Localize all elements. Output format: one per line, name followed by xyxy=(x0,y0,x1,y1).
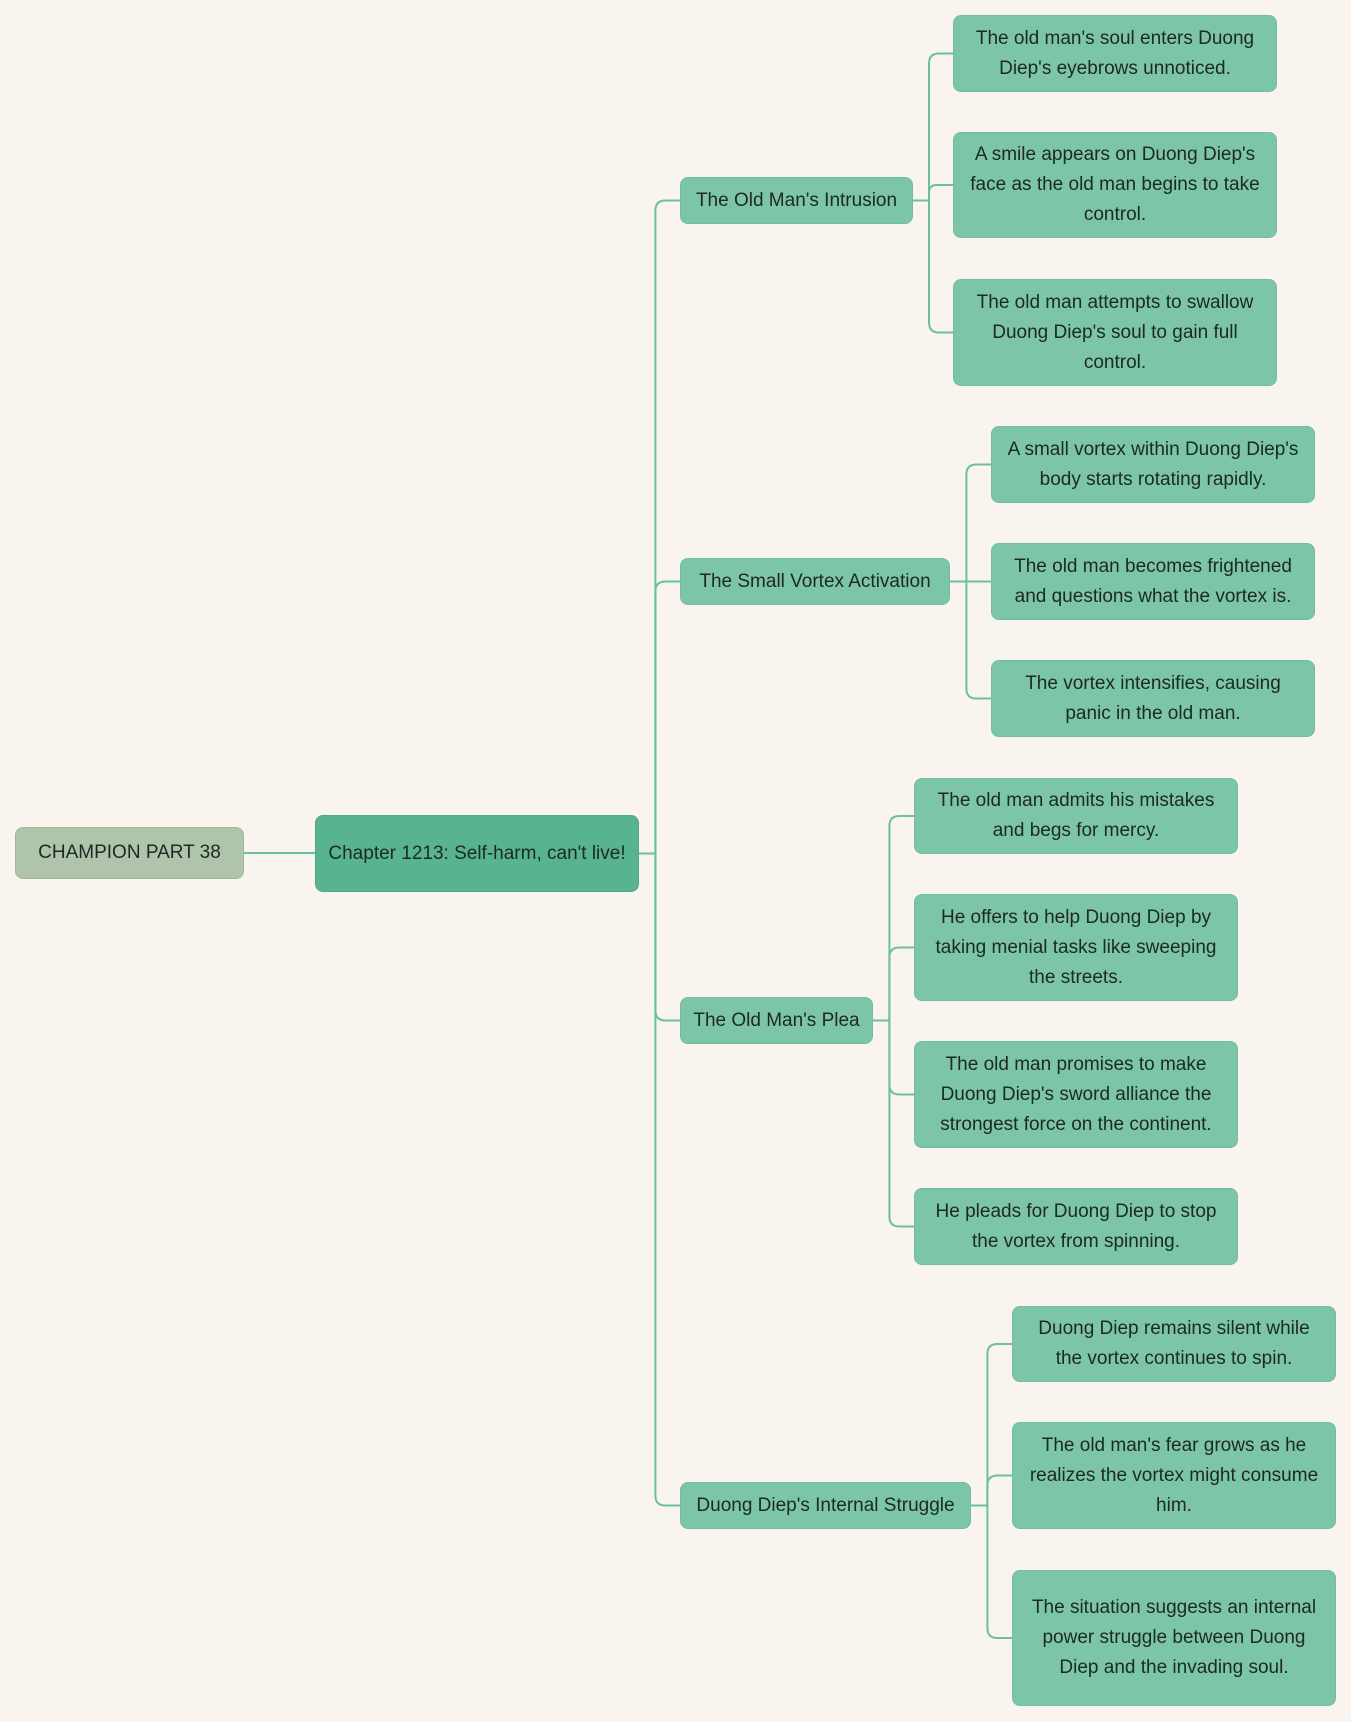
leaf-node[interactable]: He pleads for Duong Diep to stop the vor… xyxy=(914,1188,1238,1265)
leaf-node[interactable]: A small vortex within Duong Diep's body … xyxy=(991,426,1315,503)
connector xyxy=(913,184,953,202)
leaf-node[interactable]: A smile appears on Duong Diep's face as … xyxy=(953,132,1277,238)
branch-small-vortex-activation[interactable]: The Small Vortex Activation xyxy=(680,558,950,605)
connector xyxy=(873,1019,914,1228)
connector xyxy=(971,1343,1012,1507)
leaf-node[interactable]: Duong Diep remains silent while the vort… xyxy=(1012,1306,1336,1382)
connector xyxy=(639,852,680,1022)
leaf-node[interactable]: The old man promises to make Duong Diep'… xyxy=(914,1041,1238,1148)
connector xyxy=(873,815,914,1022)
connector xyxy=(913,199,953,334)
connector xyxy=(639,199,680,855)
connector xyxy=(950,463,991,583)
leaf-node[interactable]: He offers to help Duong Diep by taking m… xyxy=(914,894,1238,1001)
leaf-node[interactable]: The old man becomes frightened and quest… xyxy=(991,543,1315,620)
connector xyxy=(971,1474,1012,1507)
branch-old-mans-intrusion[interactable]: The Old Man's Intrusion xyxy=(680,177,913,224)
root-node[interactable]: CHAMPION PART 38 xyxy=(15,827,244,879)
branch-internal-struggle[interactable]: Duong Diep's Internal Struggle xyxy=(680,1482,971,1529)
connector xyxy=(639,580,680,855)
connector xyxy=(971,1504,1012,1639)
connector xyxy=(873,1019,914,1096)
leaf-node[interactable]: The old man's fear grows as he realizes … xyxy=(1012,1422,1336,1529)
leaf-node[interactable]: The vortex intensifies, causing panic in… xyxy=(991,660,1315,737)
connector xyxy=(639,852,680,1507)
leaf-node[interactable]: The old man admits his mistakes and begs… xyxy=(914,778,1238,854)
branch-old-mans-plea[interactable]: The Old Man's Plea xyxy=(680,997,873,1044)
leaf-node[interactable]: The situation suggests an internal power… xyxy=(1012,1570,1336,1706)
connector xyxy=(950,580,991,700)
leaf-node[interactable]: The old man attempts to swallow Duong Di… xyxy=(953,279,1277,386)
chapter-node[interactable]: Chapter 1213: Self-harm, can't live! xyxy=(315,815,639,892)
connector xyxy=(873,946,914,1022)
connector xyxy=(913,52,953,202)
leaf-node[interactable]: The old man's soul enters Duong Diep's e… xyxy=(953,15,1277,92)
